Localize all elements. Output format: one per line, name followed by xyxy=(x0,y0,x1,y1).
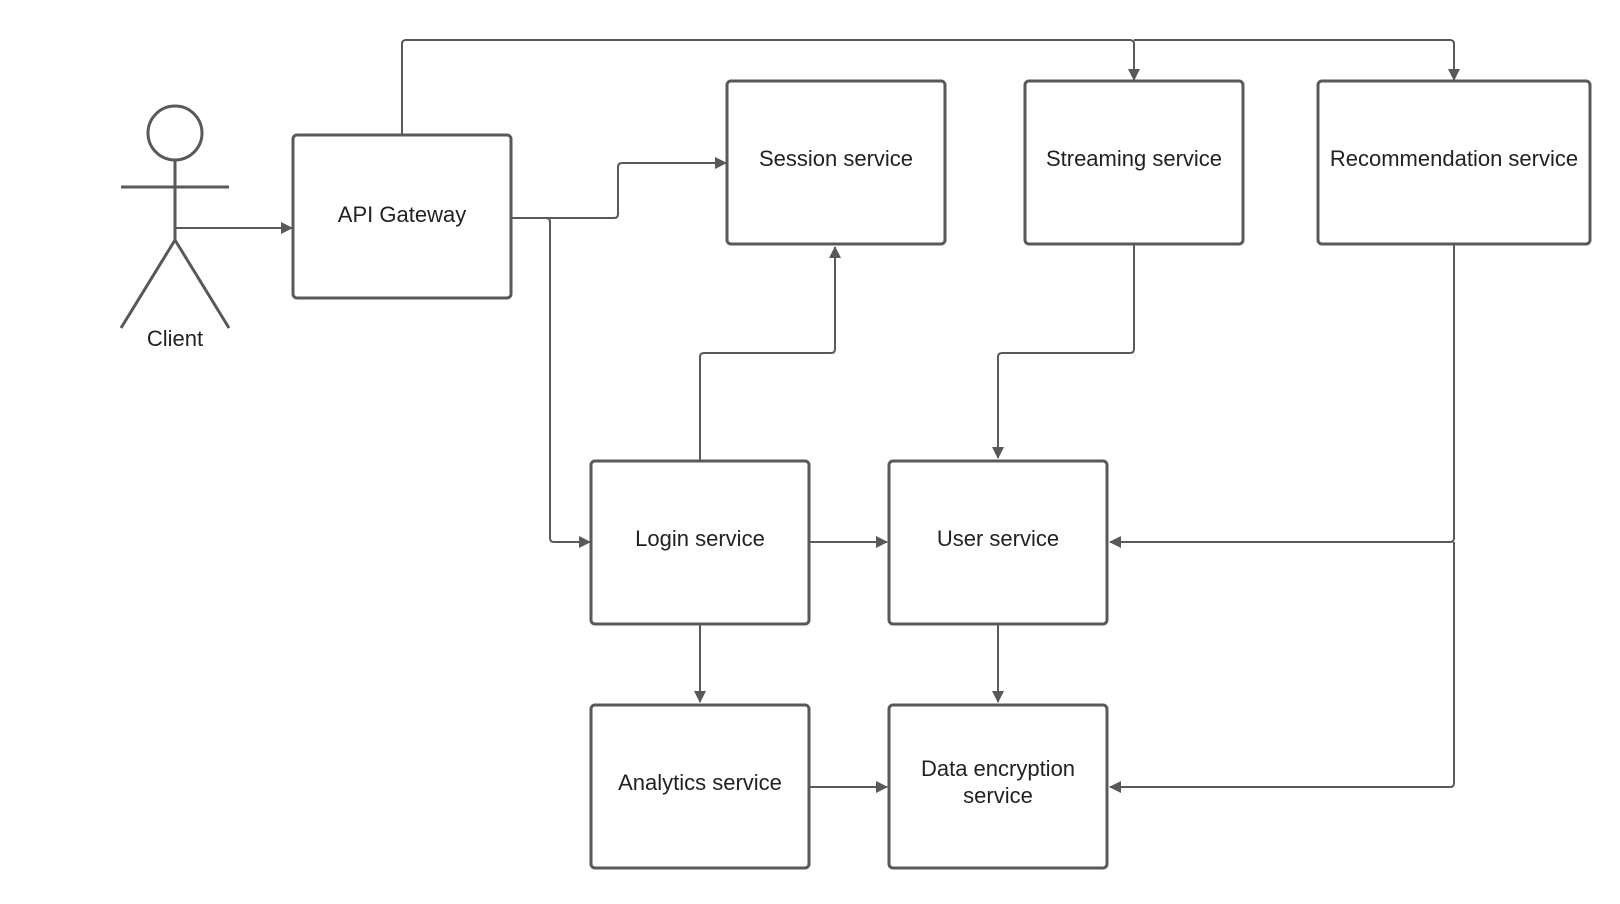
streaming-service-label: Streaming service xyxy=(1046,146,1222,171)
api-gateway-box xyxy=(291,133,513,300)
session-service-box xyxy=(725,79,947,246)
node-recommendation-service[interactable]: Recommendation service xyxy=(1316,79,1592,246)
login-service-label: Login service xyxy=(635,526,765,551)
actor-head-icon xyxy=(146,104,204,162)
edge-recommendation-to-data-encryption xyxy=(1109,542,1455,793)
data-encryption-label-line1: Data encryption xyxy=(921,756,1075,781)
edge-recommendation-to-user xyxy=(1109,245,1455,548)
recommendation-service-label: Recommendation service xyxy=(1330,146,1578,171)
data-encryption-label-line2: service xyxy=(963,783,1033,808)
session-service-label: Session service xyxy=(759,146,913,171)
node-login-service[interactable]: Login service xyxy=(589,459,811,626)
edge-api-gateway-to-streaming xyxy=(401,39,1140,134)
data-encryption-service-box xyxy=(887,703,1109,870)
analytics-service-label: Analytics service xyxy=(618,770,782,795)
edge-api-gateway-to-recommendation xyxy=(1134,39,1460,81)
streaming-service-box xyxy=(1023,79,1245,246)
node-user-service[interactable]: User service xyxy=(887,459,1109,626)
login-service-box xyxy=(589,459,811,626)
edge-api-gateway-to-login xyxy=(512,217,591,548)
actor-right-leg xyxy=(173,239,231,329)
recommendation-service-box xyxy=(1316,79,1592,246)
edge-streaming-to-user xyxy=(992,245,1135,459)
edge-api-gateway-to-session xyxy=(512,157,727,219)
user-service-box xyxy=(887,459,1109,626)
node-api-gateway[interactable]: API Gateway xyxy=(291,133,513,300)
client-label: Client xyxy=(147,326,203,351)
analytics-service-box xyxy=(589,703,811,870)
api-gateway-label: API Gateway xyxy=(338,202,466,227)
edges xyxy=(175,39,1460,793)
node-analytics-service[interactable]: Analytics service xyxy=(589,703,811,870)
actor-left-leg xyxy=(119,239,177,329)
client-actor[interactable]: Client xyxy=(119,104,231,351)
node-streaming-service[interactable]: Streaming service xyxy=(1023,79,1245,246)
edge-login-to-session xyxy=(699,246,841,460)
node-data-encryption-service[interactable]: Data encryption service xyxy=(887,703,1109,870)
user-service-label: User service xyxy=(937,526,1059,551)
node-session-service[interactable]: Session service xyxy=(725,79,947,246)
